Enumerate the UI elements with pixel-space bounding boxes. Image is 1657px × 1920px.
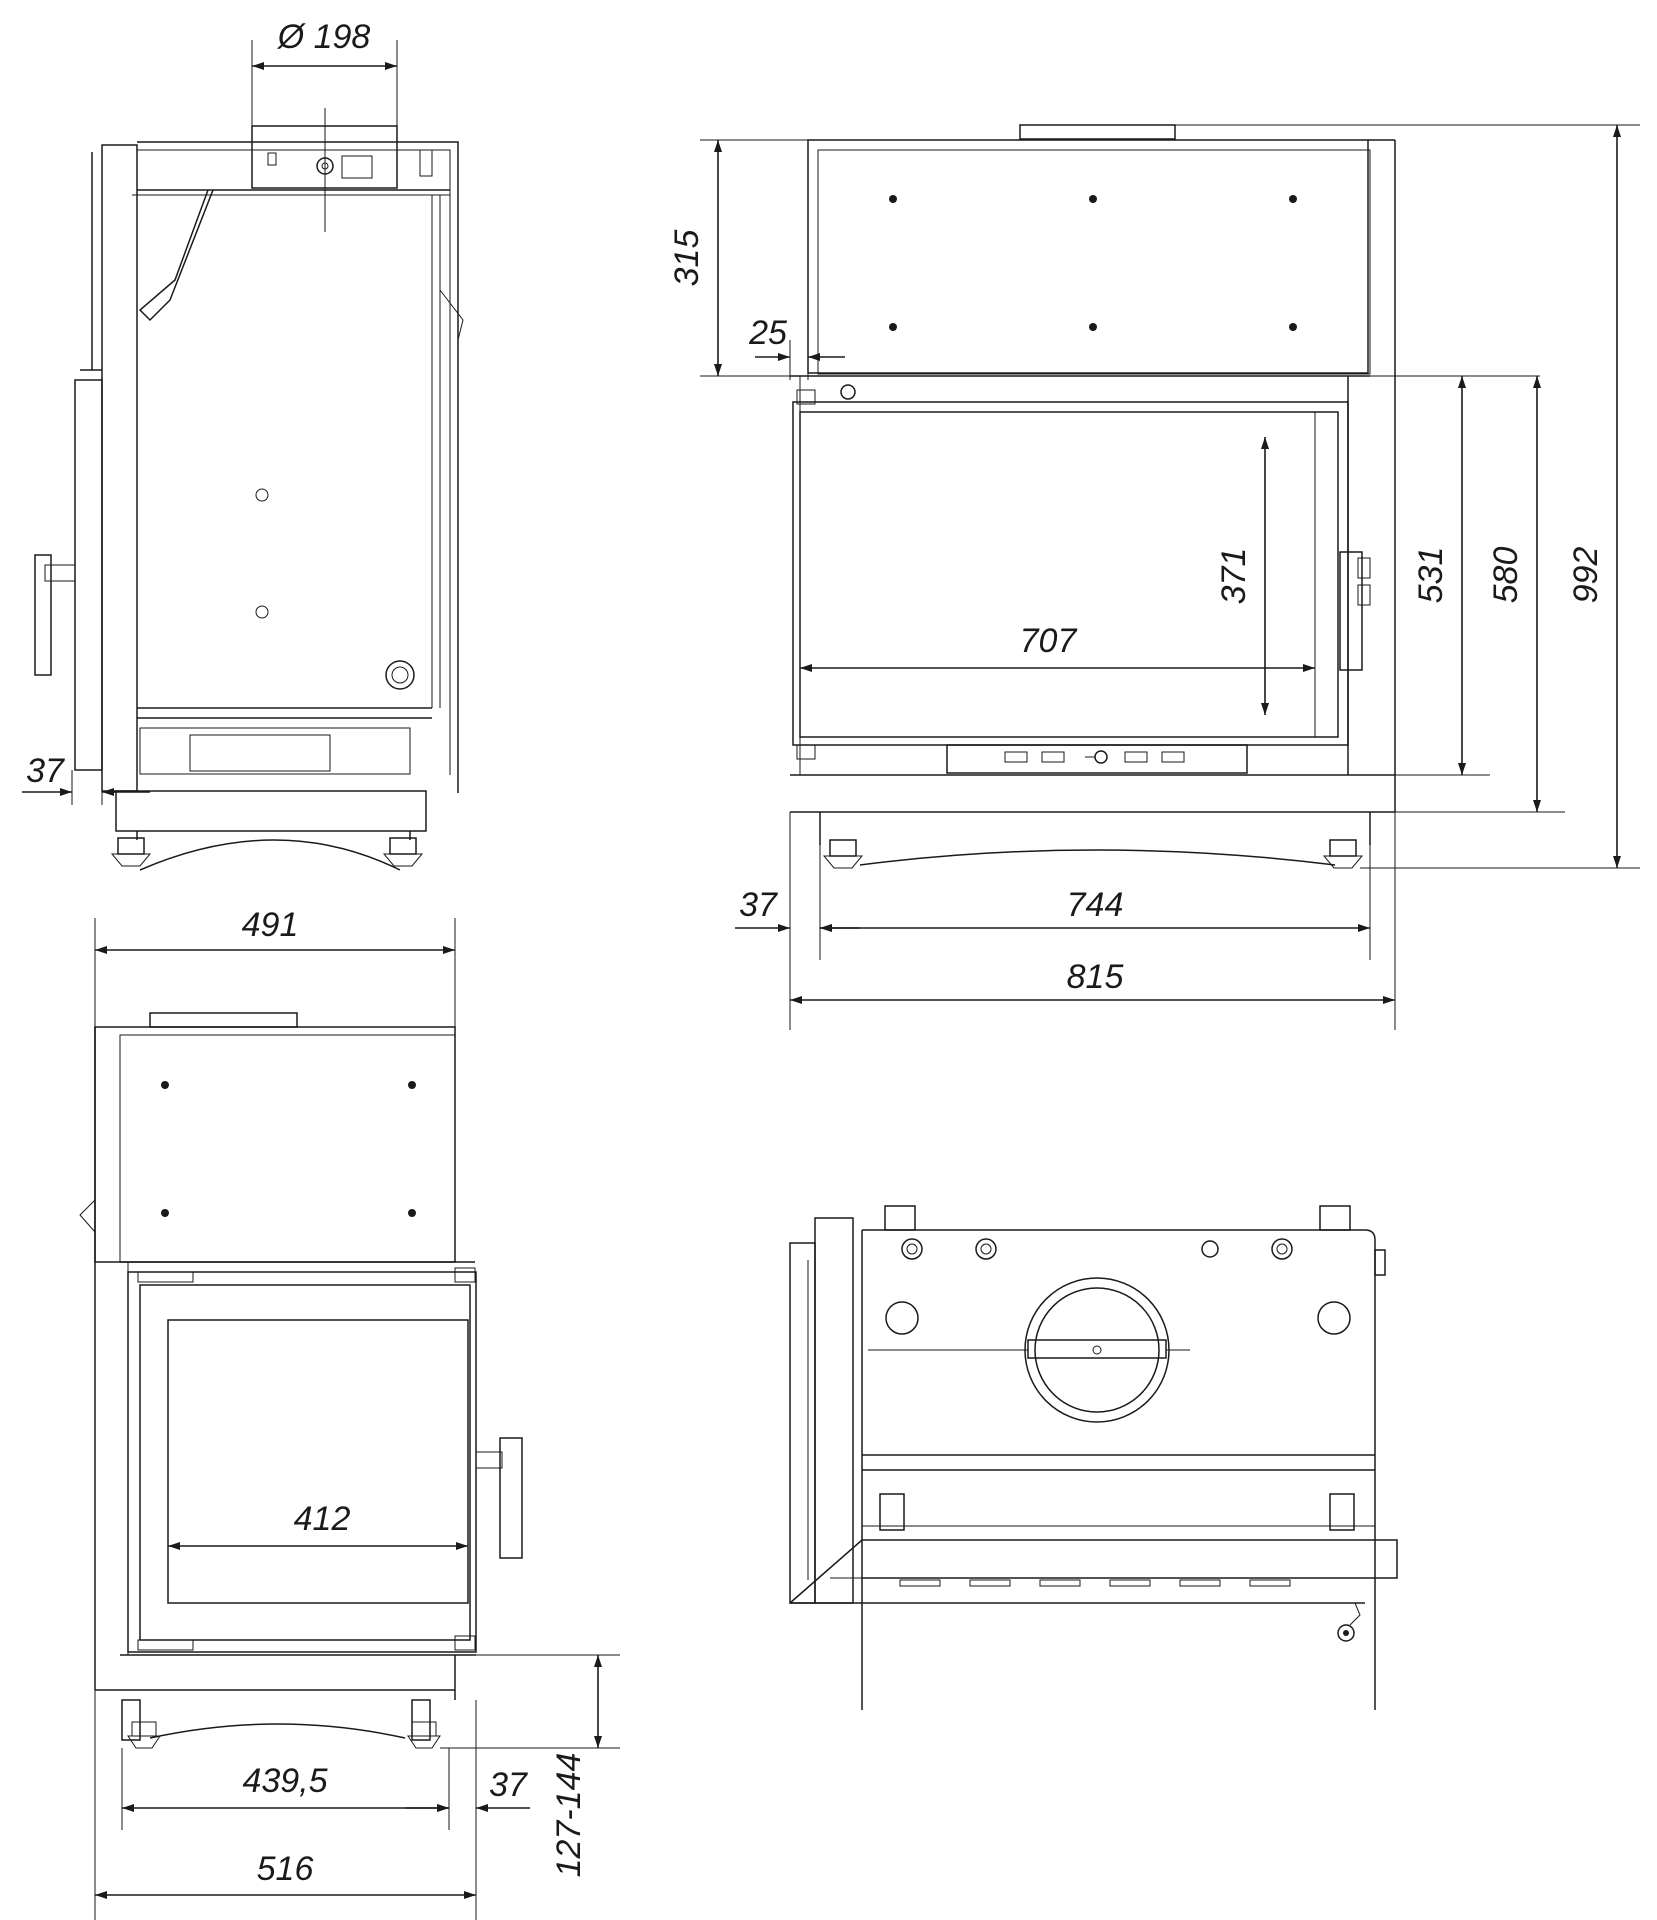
- corner-dim-total-width: 516: [257, 1850, 314, 1888]
- top-view: [789, 1205, 1398, 1710]
- front-dim-total-width: 815: [1067, 958, 1124, 996]
- corner-dim-offset: 37: [489, 1766, 528, 1804]
- corner-dim-width: 491: [242, 906, 299, 944]
- front-dim-front: 580: [1487, 547, 1525, 604]
- front-dim-glass-width: 707: [1020, 622, 1078, 660]
- corner-view: 491 412 127-144 439,5 37 516: [79, 906, 620, 1920]
- corner-dim-glass-width: 412: [294, 1500, 351, 1538]
- front-dim-step: 25: [748, 314, 787, 352]
- front-dim-glass-height: 371: [1215, 548, 1253, 605]
- front-view: 315 25 371 707 531 580 992 37: [668, 124, 1640, 1030]
- front-dim-total-height: 992: [1567, 547, 1605, 604]
- front-dim-offset: 37: [739, 886, 778, 924]
- front-dim-door: 531: [1412, 547, 1450, 604]
- front-dim-top: 315: [668, 230, 706, 287]
- side-dim-offset: 37: [26, 752, 65, 790]
- corner-dim-feet: 127-144: [550, 1753, 588, 1878]
- side-view: Ø 198 37: [22, 18, 464, 871]
- corner-dim-base-width: 439,5: [242, 1762, 327, 1800]
- side-dim-flue: Ø 198: [277, 18, 371, 56]
- front-dim-body-width: 744: [1067, 886, 1124, 924]
